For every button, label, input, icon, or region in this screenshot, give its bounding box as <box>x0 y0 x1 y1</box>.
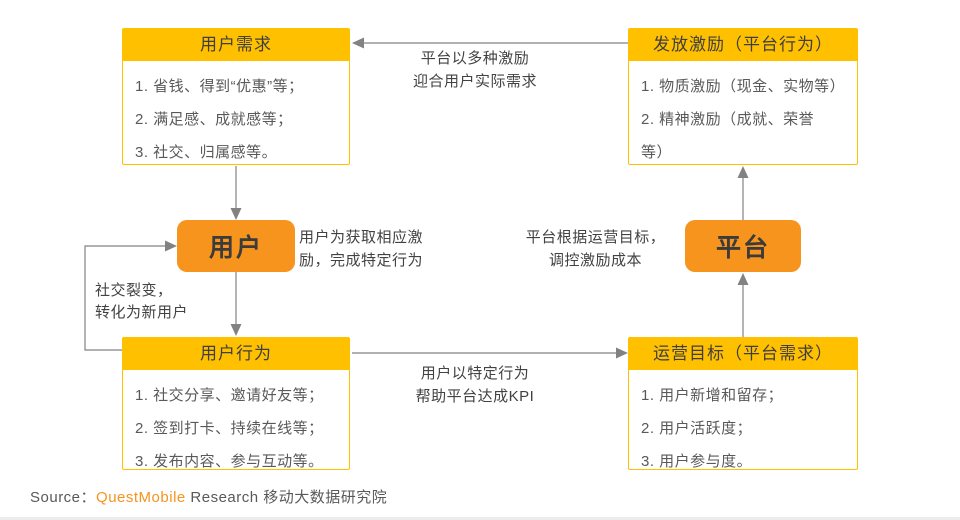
list-item: 3. 用户参与度。 <box>641 453 753 470</box>
source-prefix: Source： <box>30 489 97 506</box>
annotation-platform-control: 平台根据运营目标， 调控激励成本 <box>525 229 666 269</box>
list-item: 1. 物质激励（现金、实物等） <box>641 78 846 95</box>
list-item: 1. 省钱、得到“优惠”等； <box>135 78 304 95</box>
list-item: 2. 用户活跃度； <box>641 420 753 437</box>
user-node-label: 用户 <box>208 234 263 262</box>
list-item: 2. 满足感、成就感等； <box>135 111 293 128</box>
source-line: Source：QuestMobile Research 移动大数据研究院 <box>30 486 387 507</box>
user-behavior-title: 用户行为 <box>123 338 349 370</box>
platform-node-label: 平台 <box>715 234 770 262</box>
arrow-behavior-to-goal <box>352 347 628 359</box>
arrow-user-to-behavior <box>230 272 242 336</box>
list-item: 2. 精神激励（成就、荣誉 等） <box>641 111 815 161</box>
list-item: 2. 签到打卡、持续在线等； <box>135 420 324 437</box>
list-item: 1. 用户新增和留存； <box>641 387 784 404</box>
annotation-behavior-to-goal: 用户以特定行为 帮助平台达成KPI <box>415 365 535 405</box>
arrow-platform-to-incentive <box>737 166 749 220</box>
arrow-social-fission-loop <box>84 240 177 351</box>
arrow-incentive-to-needs <box>352 37 628 49</box>
user-node: 用户 <box>177 220 295 272</box>
operation-goal-box: 运营目标（平台需求） 1. 用户新增和留存； 2. 用户活跃度； 3. 用户参与… <box>628 337 858 470</box>
source-brand: QuestMobile <box>96 489 186 506</box>
arrow-goal-to-platform <box>737 273 749 337</box>
platform-node: 平台 <box>685 220 801 272</box>
arrow-needs-to-user <box>230 166 242 220</box>
user-behavior-list: 1. 社交分享、邀请好友等； 2. 签到打卡、持续在线等； 3. 发布内容、参与… <box>123 370 349 478</box>
source-suffix: Research 移动大数据研究院 <box>185 489 388 506</box>
operation-goal-list: 1. 用户新增和留存； 2. 用户活跃度； 3. 用户参与度。 <box>629 370 857 478</box>
incentive-list: 1. 物质激励（现金、实物等） 2. 精神激励（成就、荣誉 等） <box>629 61 857 169</box>
list-item: 3. 社交、归属感等。 <box>135 144 278 161</box>
incentive-title: 发放激励（平台行为） <box>629 29 857 61</box>
user-needs-box: 用户需求 1. 省钱、得到“优惠”等； 2. 满足感、成就感等； 3. 社交、归… <box>122 28 350 165</box>
annotation-user-motivation: 用户为获取相应激 励，完成特定行为 <box>299 229 424 269</box>
user-needs-list: 1. 省钱、得到“优惠”等； 2. 满足感、成就感等； 3. 社交、归属感等。 <box>123 61 349 169</box>
list-item: 3. 发布内容、参与互动等。 <box>135 453 324 470</box>
operation-goal-title: 运营目标（平台需求） <box>629 338 857 370</box>
incentive-box: 发放激励（平台行为） 1. 物质激励（现金、实物等） 2. 精神激励（成就、荣誉… <box>628 28 858 165</box>
list-item: 1. 社交分享、邀请好友等； <box>135 387 324 404</box>
user-behavior-box: 用户行为 1. 社交分享、邀请好友等； 2. 签到打卡、持续在线等； 3. 发布… <box>122 337 350 470</box>
annotation-social-fission: 社交裂变， 转化为新用户 <box>95 282 189 321</box>
annotation-incentive-to-needs: 平台以多种激励 迎合用户实际需求 <box>412 50 537 90</box>
user-needs-title: 用户需求 <box>123 29 349 61</box>
